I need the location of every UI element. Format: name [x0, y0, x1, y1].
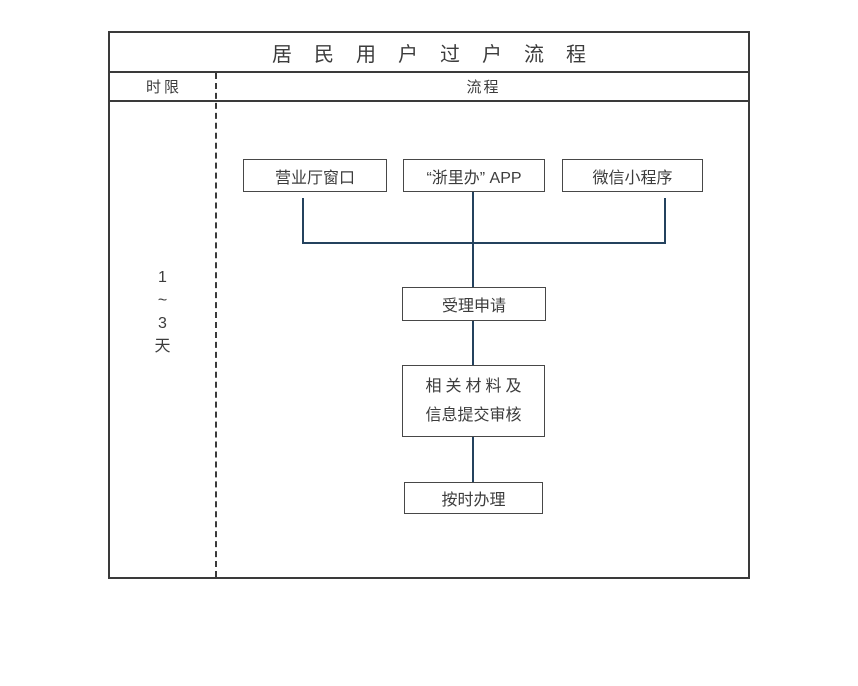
- step-label: 受理申请: [441, 298, 506, 315]
- channel-box-zheliban-app: “浙里办” APP: [403, 159, 545, 192]
- time-column-header: 时限: [145, 79, 182, 96]
- channel-label: 微信小程序: [592, 169, 673, 187]
- channel-label: “浙里办” APP: [426, 169, 522, 187]
- step-label-line2: 信息提交审核: [425, 407, 522, 424]
- connector-line: [472, 437, 474, 482]
- time-limit-line: 1: [158, 269, 167, 286]
- time-limit-line: ~: [157, 292, 168, 309]
- step-box-accept-application: 受理申请: [402, 287, 546, 321]
- connector-line: [472, 321, 474, 365]
- channel-label: 营业厅窗口: [274, 169, 355, 187]
- channel-box-business-hall: 营业厅窗口: [243, 159, 387, 192]
- step-label: 按时办理: [441, 492, 506, 509]
- column-divider-dashed-line: [215, 73, 217, 577]
- connector-line: [472, 192, 474, 287]
- table-header-row: 时限 流程: [110, 73, 748, 102]
- step-box-process-on-time: 按时办理: [404, 482, 543, 514]
- connector-merge-line: [302, 242, 666, 244]
- page-title: 居民用户过户流程: [272, 43, 608, 66]
- process-column-header: 流程: [466, 79, 501, 96]
- title-row: 居民用户过户流程: [110, 33, 748, 73]
- step-box-materials-review: 相关材料及 信息提交审核: [402, 365, 545, 437]
- connector-line: [302, 198, 304, 244]
- step-label-line1: 相关材料及: [425, 378, 526, 395]
- connector-line: [664, 198, 666, 244]
- time-limit-line: 天: [154, 338, 171, 355]
- flowchart-frame: 居民用户过户流程 时限 流程 1 ~ 3 天 营业厅窗口 “浙里办” APP 微…: [108, 31, 750, 579]
- time-limit-label: 1 ~ 3 天: [110, 266, 215, 358]
- time-limit-line: 3: [158, 315, 167, 332]
- channel-box-wechat-miniprogram: 微信小程序: [562, 159, 703, 192]
